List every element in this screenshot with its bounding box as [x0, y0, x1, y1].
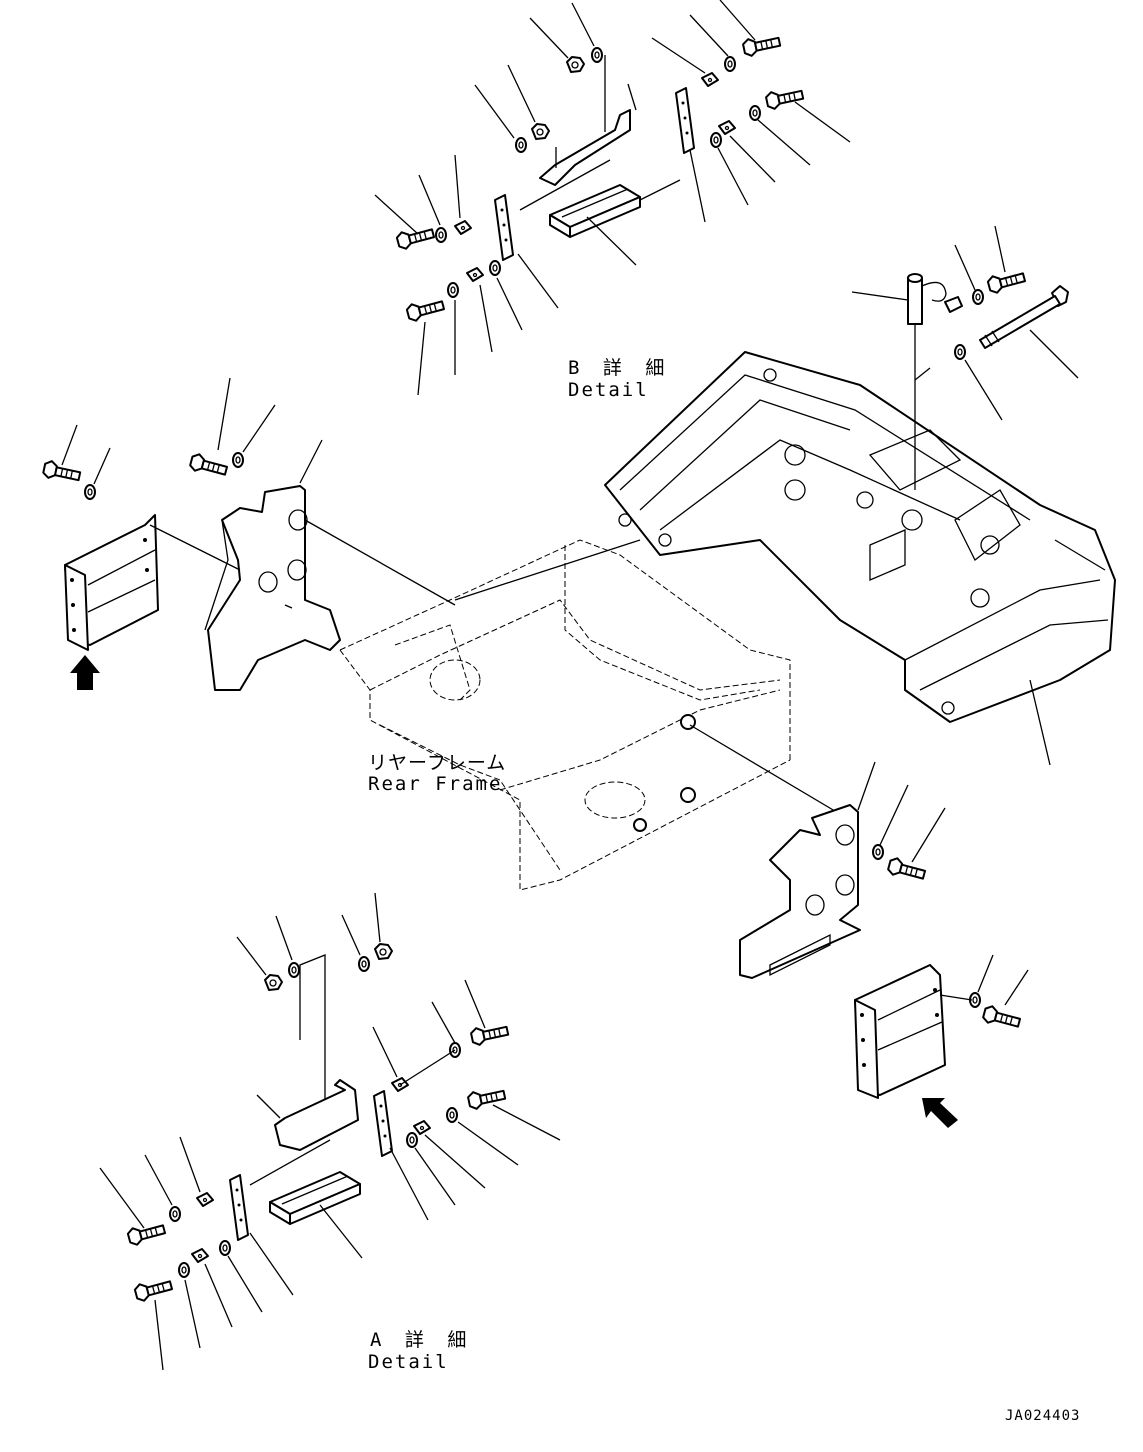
view-arrow-icon-b: [922, 1098, 958, 1128]
right-step: [854, 964, 946, 1099]
left-counterweight-bracket: [204, 485, 456, 691]
detail-b-title: B 詳 細: [568, 357, 671, 379]
counterweight: [604, 351, 1116, 766]
long-bolt: [979, 285, 1069, 349]
lifting-pin: [851, 273, 963, 490]
rear-frame-label-en: Rear Frame: [368, 773, 503, 795]
drawing-code: JA024403: [1005, 1408, 1081, 1424]
detail-a-subtitle: Detail: [368, 1351, 449, 1373]
view-arrow-icon-a: [70, 655, 100, 690]
left-step: [64, 514, 241, 651]
detail-a-assembly: [99, 892, 561, 1371]
detail-a-title: A 詳 細: [370, 1329, 473, 1351]
rear-frame: [339, 539, 851, 891]
detail-b-subtitle: Detail: [568, 379, 649, 401]
rear-frame-label-jp: リヤーフレーム: [368, 752, 507, 774]
detail-b-assembly: [374, 0, 851, 396]
right-counterweight-bracket: [739, 804, 861, 979]
